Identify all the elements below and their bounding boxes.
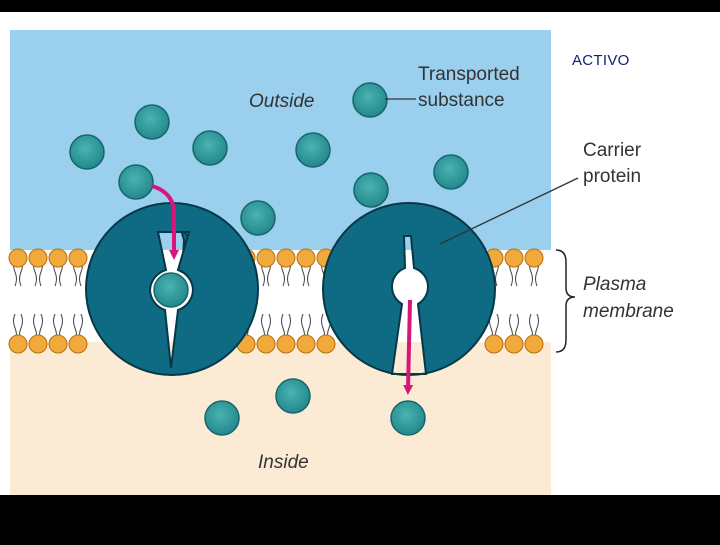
lipid-head [68,248,88,268]
arrow-into-carrier [151,184,179,260]
label-plasma-2: membrane [583,301,674,322]
label-transported-2: substance [418,90,505,111]
label-carrier-1: Carrier [583,140,642,161]
label-inside: Inside [258,452,309,473]
lipid-head [296,334,316,354]
lipid-head [256,248,276,268]
lipid-head [28,334,48,354]
transported-molecule [134,104,170,140]
transported-molecule [275,378,311,414]
leader-carrier [439,177,579,245]
lipid-head [504,334,524,354]
lipid-head [256,334,276,354]
label-outside: Outside [249,91,314,112]
lipid-head [48,334,68,354]
transported-molecule [352,82,388,118]
label-transported-1: Transported [418,64,520,85]
transported-molecule [69,134,105,170]
lipid-bilayer [8,248,544,354]
lipid-head [276,248,296,268]
transported-molecules [69,82,469,436]
lipid-head [524,334,544,354]
lipid-head [8,334,28,354]
lipid-head [48,248,68,268]
transported-molecule [433,154,469,190]
arrow-out-of-carrier [403,299,414,395]
lipid-head [504,248,524,268]
label-plasma-1: Plasma [583,274,646,295]
lipid-head [316,334,336,354]
membrane-bracket [555,249,576,353]
transported-molecule [192,130,228,166]
lipid-head [28,248,48,268]
lipid-head [276,334,296,354]
transported-molecule [204,400,240,436]
lipid-head [524,248,544,268]
lipid-head [8,248,28,268]
transported-molecule [240,200,276,236]
transported-molecule [295,132,331,168]
label-carrier-2: protein [583,166,641,187]
lipid-head [68,334,88,354]
slide-title: ACTIVO [572,52,630,69]
inside-fluid [10,340,551,495]
lipid-head [296,248,316,268]
transported-molecule [153,272,189,308]
lipid-head [484,334,504,354]
transported-molecule [390,400,426,436]
outside-fluid [10,30,551,250]
transported-molecule [353,172,389,208]
carrier-protein-left-body [85,201,259,377]
transported-molecule [118,164,154,200]
